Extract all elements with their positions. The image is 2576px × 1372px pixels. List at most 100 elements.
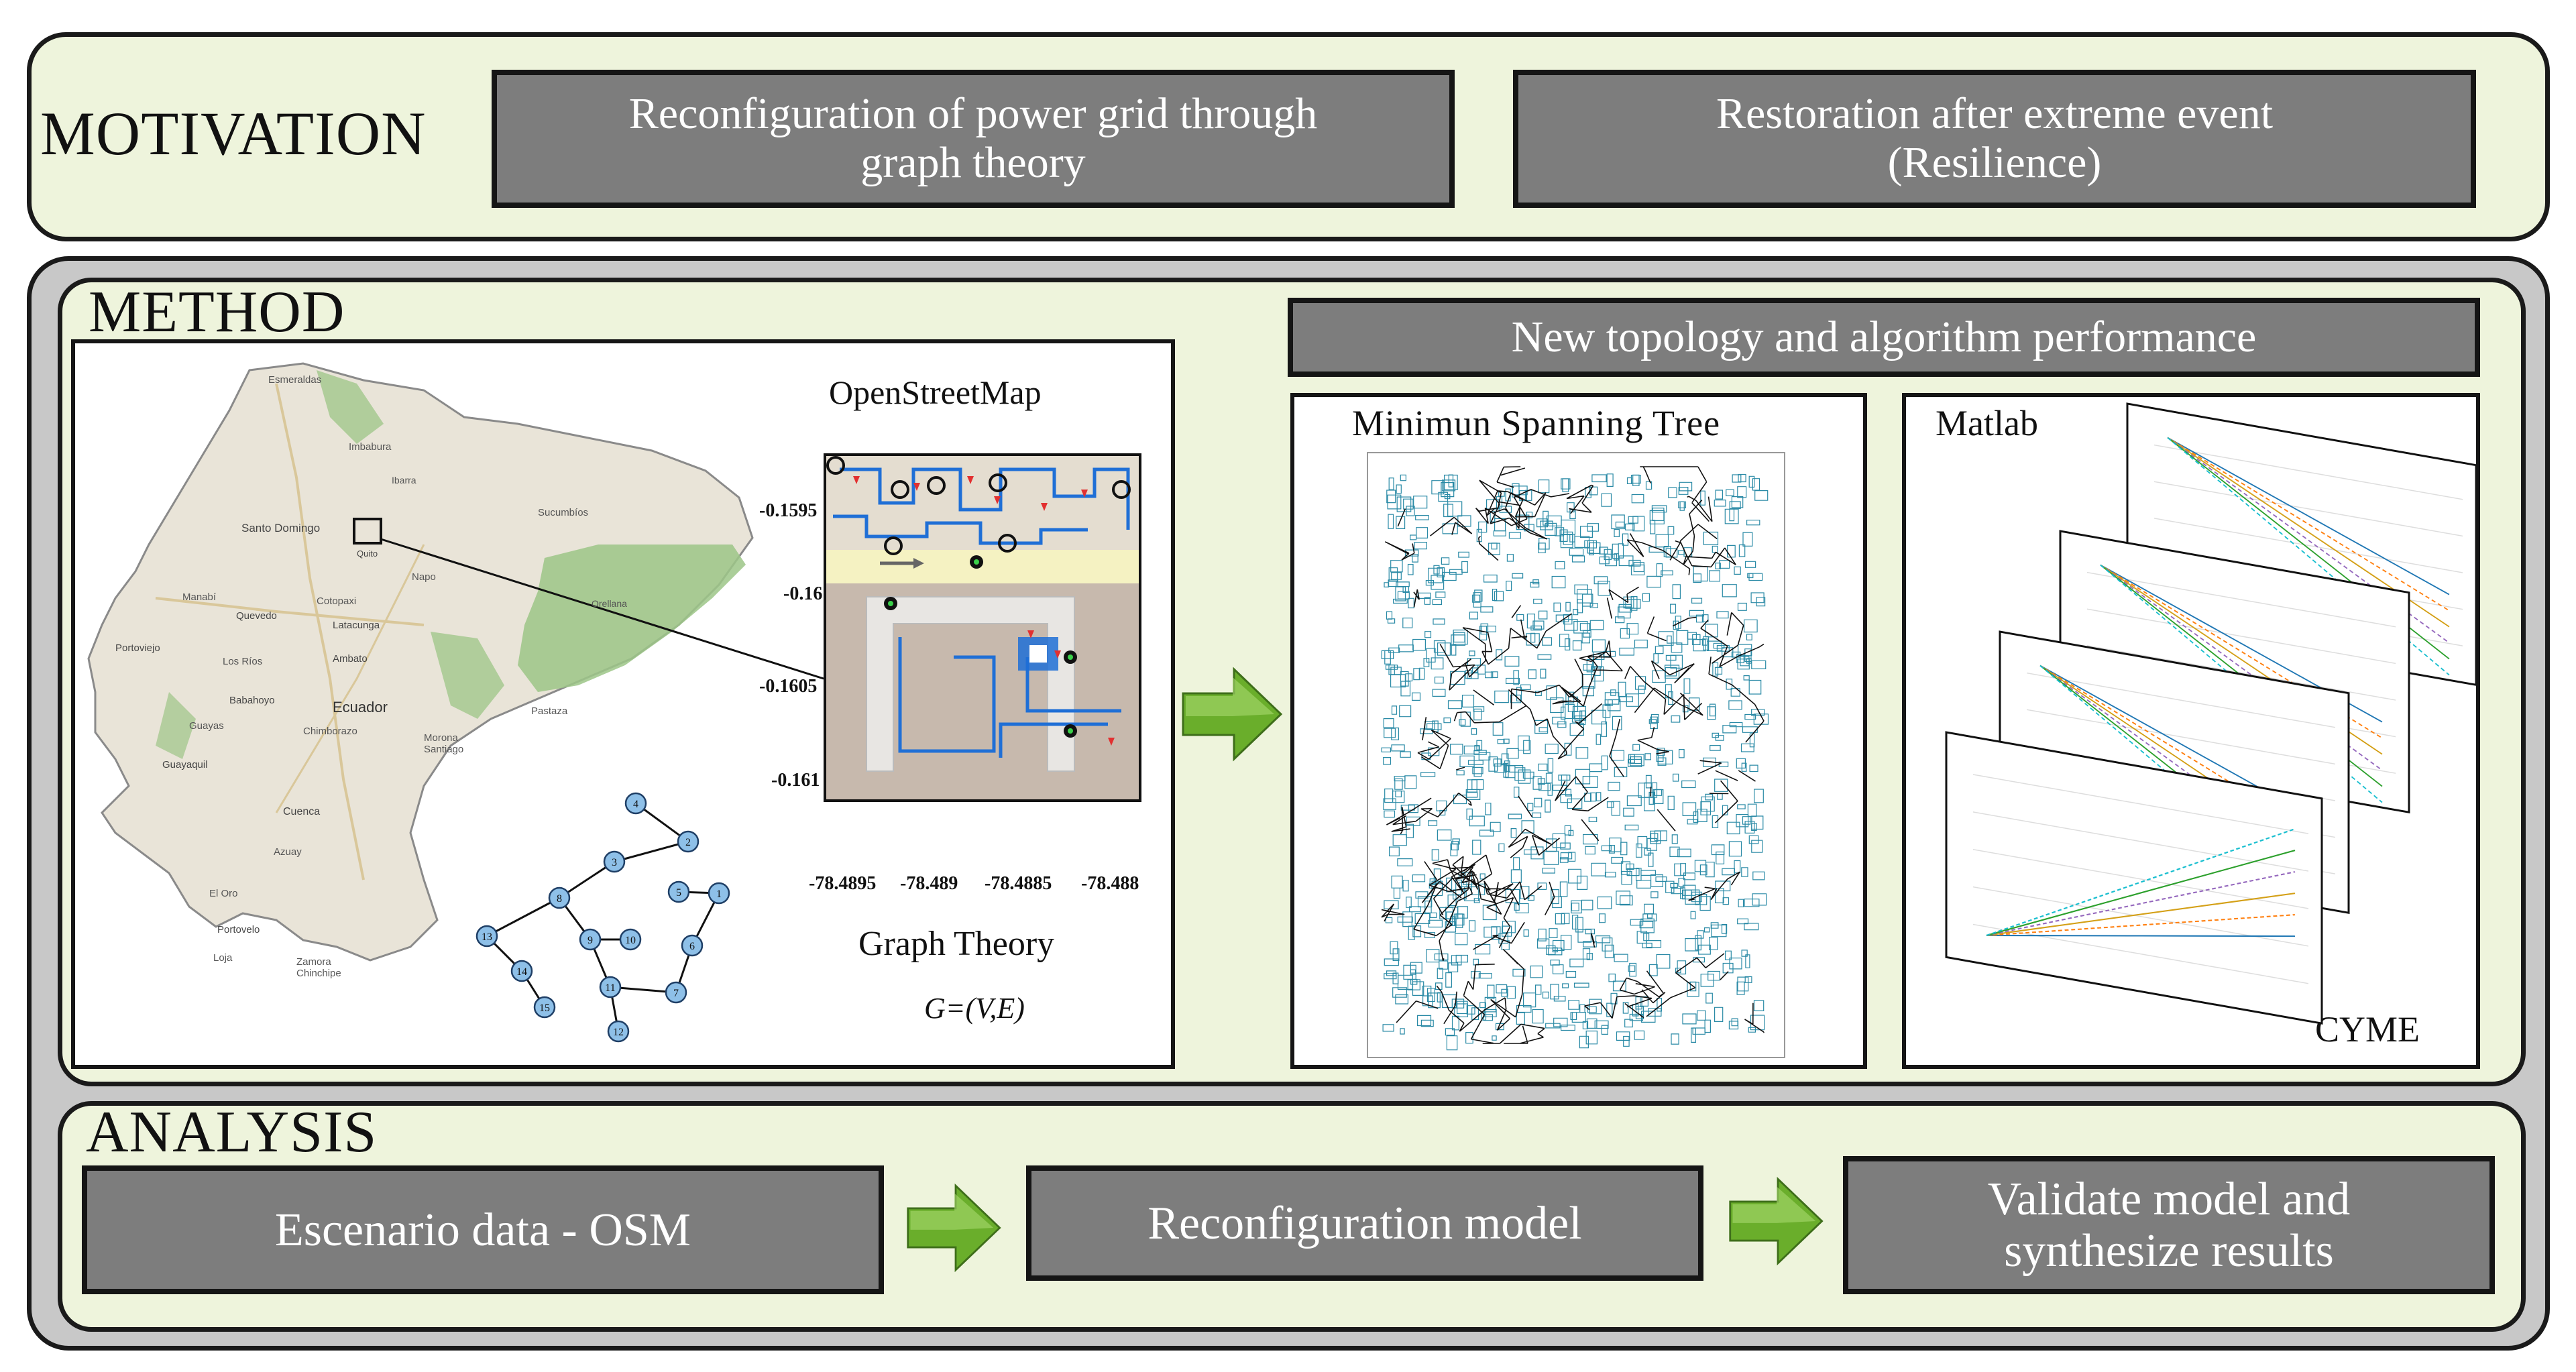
map-label-esmeraldas: Esmeraldas bbox=[268, 374, 322, 386]
osm-y-tick-0: -0.1595 bbox=[759, 500, 818, 521]
graph-node-3 bbox=[603, 850, 626, 873]
map-label-manabi: Manabí bbox=[182, 591, 217, 603]
mst-parcels bbox=[1381, 473, 1769, 1051]
map-label-el-oro: El Oro bbox=[209, 888, 238, 899]
road-1 bbox=[275, 383, 365, 880]
motivation-box2-line1: Restoration after extreme event bbox=[1716, 89, 2274, 139]
graph-node-8 bbox=[548, 887, 571, 909]
map-label-azuay: Azuay bbox=[274, 846, 302, 858]
motivation-box2-line2: (Resilience) bbox=[1887, 138, 2102, 187]
cyme-label: CYME bbox=[2315, 1009, 2420, 1049]
map-label-ambato: Ambato bbox=[333, 653, 368, 665]
motivation-box1-line1: Reconfiguration of power grid through bbox=[628, 89, 1318, 139]
zoom-line bbox=[380, 538, 824, 680]
forest-patch-1 bbox=[317, 370, 384, 444]
graph-theory-label: Graph Theory bbox=[858, 925, 1055, 963]
method-title: METHOD bbox=[89, 280, 345, 345]
map-label-portoviejo: Portoviejo bbox=[115, 642, 160, 654]
graph-node-9 bbox=[579, 928, 602, 951]
graph-node-label-7: 7 bbox=[673, 988, 679, 999]
osm-y-tick-3: -0.161 bbox=[771, 770, 820, 791]
map-label-cotopaxi: Cotopaxi bbox=[317, 595, 357, 607]
graph-node-12 bbox=[607, 1020, 630, 1043]
graph-node-label-13: 13 bbox=[482, 931, 492, 943]
osm-x-tick-2: -78.4885 bbox=[985, 873, 1052, 894]
map-label-cuenca: Cuenca bbox=[283, 806, 321, 817]
motivation-box-graph-theory: Reconfiguration of power grid through gr… bbox=[492, 70, 1455, 208]
osm-y-tick-1: -0.16 bbox=[783, 583, 823, 604]
osm-inset-map bbox=[824, 453, 1141, 802]
ecuador-map-figure bbox=[87, 362, 824, 962]
motivation-box1-line2: graph theory bbox=[860, 138, 1086, 187]
graph-node-15 bbox=[533, 996, 556, 1019]
graph-node-label-11: 11 bbox=[605, 982, 615, 994]
analysis-step3-line1: Validate model and bbox=[1987, 1174, 2351, 1225]
graph-node-label-12: 12 bbox=[613, 1027, 624, 1038]
arrow-icon bbox=[1729, 1176, 1824, 1266]
graph-node-14 bbox=[510, 960, 533, 982]
map-label-imbabura: Imbabura bbox=[349, 441, 392, 453]
stacked-plots-figure bbox=[1945, 402, 2476, 1025]
map-label-los-rios: Los Ríos bbox=[223, 656, 263, 667]
map-label-santo-domingo: Santo Domingo bbox=[241, 522, 321, 534]
graph-node-label-6: 6 bbox=[689, 941, 695, 952]
graph-node-11 bbox=[599, 976, 622, 998]
graph-node-label-14: 14 bbox=[516, 966, 527, 978]
map-label-zamora-chinchipe: Zamora Chinchipe bbox=[296, 956, 341, 979]
graph-node-label-2: 2 bbox=[685, 837, 691, 848]
graph-node-label-8: 8 bbox=[557, 893, 562, 905]
map-label-morona-santiago: Morona Santiago bbox=[424, 732, 464, 755]
mst-edges bbox=[1381, 466, 1765, 1044]
graph-node-label-3: 3 bbox=[612, 857, 617, 868]
motivation-title: MOTIVATION bbox=[40, 99, 427, 168]
graph-node-4 bbox=[624, 792, 647, 815]
mst-box: Minimun Spanning Tree bbox=[1290, 393, 1867, 1069]
osm-label: OpenStreetMap bbox=[829, 374, 1042, 411]
ecuador-outline bbox=[87, 362, 754, 962]
map-label-babahoyo: Babahoyo bbox=[229, 695, 275, 706]
graph-node-label-15: 15 bbox=[539, 1003, 550, 1014]
arrow-icon bbox=[907, 1183, 1001, 1273]
result-header-box: New topology and algorithm performance bbox=[1288, 298, 2480, 377]
road-2 bbox=[155, 597, 425, 626]
arrow-icon bbox=[1182, 667, 1283, 762]
map-label-ecuador: Ecuador bbox=[333, 699, 388, 716]
analysis-title: ANALYSIS bbox=[86, 1100, 378, 1165]
map-label-quevedo: Quevedo bbox=[236, 610, 277, 622]
matlab-cyme-box: Matlab CYME bbox=[1902, 393, 2480, 1069]
map-label-latacunga: Latacunga bbox=[333, 620, 380, 631]
motivation-box-resilience: Restoration after extreme event (Resilie… bbox=[1513, 70, 2476, 208]
mst-network-figure bbox=[1367, 452, 1785, 1058]
graph-diagram: 1 2 3 4 5 6 7 8 9 10 11 12 13 14 15 bbox=[475, 792, 730, 1043]
graph-formula: G=(V,E) bbox=[924, 992, 1025, 1025]
map-label-guayas: Guayas bbox=[189, 720, 224, 732]
map-label-portovelo: Portovelo bbox=[217, 924, 260, 935]
map-label-quito: Quito bbox=[357, 549, 378, 559]
map-label-guayaquil: Guayaquil bbox=[162, 759, 208, 770]
forest-patch-3 bbox=[156, 692, 196, 759]
map-label-ibarra: Ibarra bbox=[392, 475, 416, 485]
osm-x-tick-0: -78.4895 bbox=[809, 873, 877, 894]
graph-node-5 bbox=[667, 880, 690, 903]
map-label-orellana: Orellana bbox=[592, 598, 627, 609]
graph-node-label-9: 9 bbox=[587, 935, 593, 946]
osm-x-tick-1: -78.489 bbox=[900, 873, 958, 894]
graph-node-7 bbox=[665, 981, 687, 1004]
osm-y-tick-2: -0.1605 bbox=[759, 676, 818, 697]
map-graph-box: Esmeraldas Imbabura Ibarra Santo Domingo… bbox=[71, 339, 1175, 1069]
analysis-step-reconfiguration: Reconfiguration model bbox=[1026, 1165, 1703, 1281]
analysis-step-validate: Validate model and synthesize results bbox=[1843, 1156, 2495, 1294]
graph-node-label-10: 10 bbox=[625, 935, 636, 946]
graph-node-label-5: 5 bbox=[676, 887, 681, 899]
map-label-pastaza: Pastaza bbox=[531, 705, 568, 717]
analysis-step3-line2: synthesize results bbox=[2004, 1225, 2334, 1277]
forest-patch-2 bbox=[431, 632, 504, 719]
graph-node-2 bbox=[677, 830, 699, 853]
map-label-sucumbios: Sucumbíos bbox=[538, 507, 589, 518]
plot-page-4 bbox=[1945, 731, 2323, 1025]
map-label-loja: Loja bbox=[213, 952, 233, 964]
graph-node-6 bbox=[681, 934, 704, 957]
graph-node-13 bbox=[475, 925, 498, 948]
map-label-napo: Napo bbox=[412, 571, 436, 583]
quito-marker bbox=[353, 518, 382, 545]
